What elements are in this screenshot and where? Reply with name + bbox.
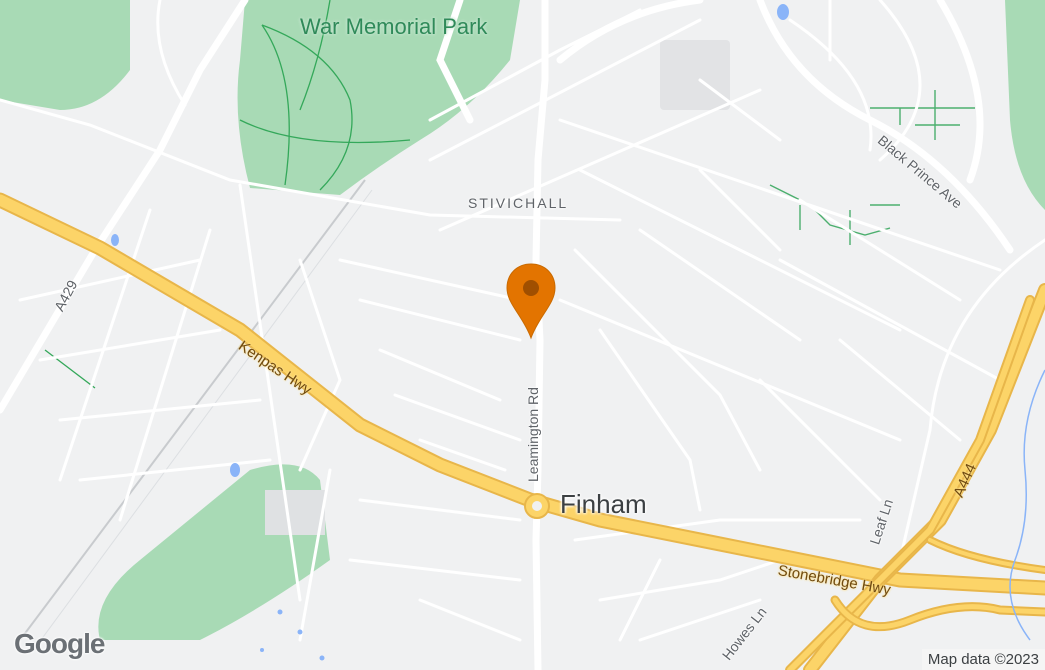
river [1009, 369, 1045, 641]
park-area [0, 0, 130, 110]
town-label: Finham [560, 489, 647, 519]
google-logo[interactable]: Google [14, 628, 105, 659]
building-area [265, 490, 325, 535]
district-label: STIVICHALL [468, 195, 569, 211]
park-label: War Memorial Park [300, 14, 488, 39]
park-area [1005, 0, 1045, 210]
building-area [660, 40, 730, 110]
road-label-leamington-rd: Leamington Rd [525, 387, 541, 482]
map-marker-icon[interactable] [505, 262, 557, 340]
map-attribution[interactable]: Map data ©2023 [921, 649, 1045, 670]
